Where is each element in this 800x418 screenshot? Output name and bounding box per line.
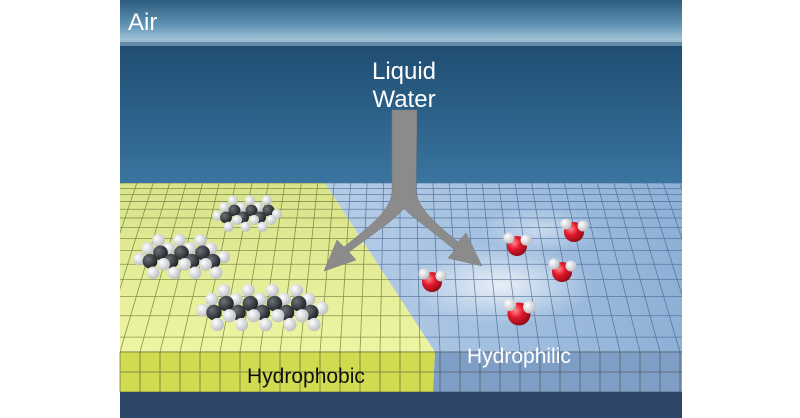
liquid-water-label-line2: Water: [372, 86, 435, 113]
slab-front: [119, 351, 682, 418]
alkane-molecule-icon: [196, 283, 329, 332]
hydrophilic-label: Hydrophilic: [467, 345, 571, 368]
air-label: Air: [128, 9, 157, 36]
alkane-molecule-icon: [212, 195, 283, 232]
hydrophobic-label: Hydrophobic: [247, 365, 365, 388]
liquid-water-label-line1: Liquid: [372, 58, 436, 85]
alkane-molecule-icon: [133, 233, 230, 280]
hydrophilic-surface: [325, 183, 682, 352]
water-flow-arrow: [323, 109, 483, 272]
